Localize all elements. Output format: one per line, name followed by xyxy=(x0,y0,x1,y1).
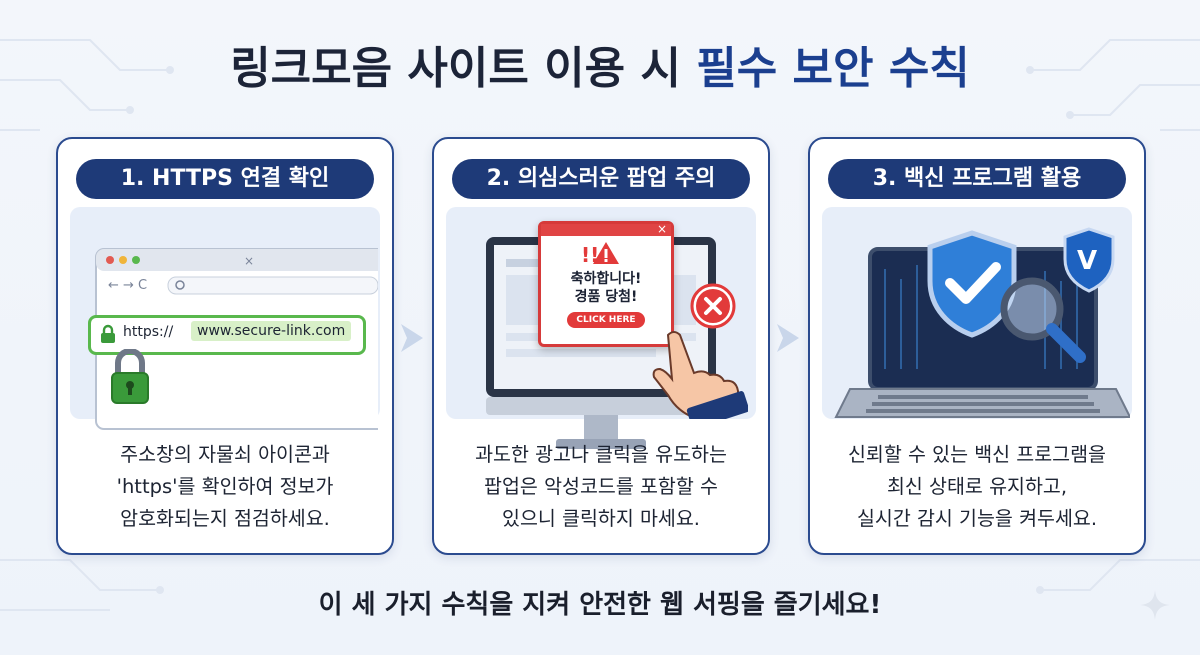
card-badge-https: 1. HTTPS 연결 확인 xyxy=(76,159,374,199)
hand-cursor-icon xyxy=(638,325,750,429)
address-bar[interactable]: https:// www.secure-link.com xyxy=(88,315,366,355)
card-text-antivirus: 신뢰할 수 있는 백신 프로그램을 최신 상태로 유지하고, 실시간 감시 기능… xyxy=(820,439,1134,535)
lock-icon xyxy=(108,348,152,409)
svg-text:×: × xyxy=(244,254,254,268)
footer-message: 이 세 가지 수칙을 지켜 안전한 웹 서핑을 즐기세요! xyxy=(318,590,882,620)
arrow-right-icon xyxy=(401,324,423,352)
card-text-line: 과도한 광고나 클릭을 유도하는 xyxy=(475,443,727,466)
card-text-line: 있으니 클릭하지 마세요. xyxy=(502,507,700,530)
card-text-popup: 과도한 광고나 클릭을 유도하는 팝업은 악성코드를 포함할 수 있으니 클릭하… xyxy=(444,439,758,535)
card-text-line: 신뢰할 수 있는 백신 프로그램을 xyxy=(847,443,1106,466)
card-antivirus: 3. 백신 프로그램 활용 V 신뢰할 수 있는 백신 프로그램을 최신 상태로… xyxy=(808,137,1146,555)
url-scheme: https:// xyxy=(123,324,174,340)
card-popup: 2. 의심스러운 팝업 주의 × !! 축하합니다! 경품 당첨! CLICK … xyxy=(432,137,770,555)
page-title: 링크모음 사이트 이용 시 필수 보안 수칙 xyxy=(0,32,1200,96)
card-text-line: 팝업은 악성코드를 포함할 수 xyxy=(484,475,718,498)
popup-titlebar xyxy=(541,224,671,236)
arrow-right-icon xyxy=(777,324,799,352)
shield-check-icon xyxy=(922,229,1022,343)
svg-text:!!: !! xyxy=(581,243,599,266)
close-circle-icon xyxy=(690,283,736,333)
card-text-line: 실시간 감시 기능을 켜두세요. xyxy=(856,507,1098,530)
shield-v-icon: V xyxy=(1062,227,1116,297)
popup-line2: 경품 당첨! xyxy=(574,289,638,305)
shield-letter: V xyxy=(1077,246,1097,276)
popup-window: × !! 축하합니다! 경품 당첨! CLICK HERE xyxy=(538,221,674,347)
card-text-line: 주소창의 자물쇠 아이콘과 xyxy=(120,443,330,466)
card-text-line: 'https'를 확인하여 정보가 xyxy=(116,475,334,498)
page-title-accent: 필수 보안 수칙 xyxy=(696,43,970,94)
card-badge-popup: 2. 의심스러운 팝업 주의 xyxy=(452,159,750,199)
popup-close-icon[interactable]: × xyxy=(656,222,667,236)
card-https: 1. HTTPS 연결 확인 × ← → C https:// www.secu… xyxy=(56,137,394,555)
svg-text:← → C: ← → C xyxy=(108,278,147,293)
url-host: www.secure-link.com xyxy=(191,321,352,341)
card-text-line: 암호화되는지 점검하세요. xyxy=(120,507,330,530)
popup-click-button[interactable]: CLICK HERE xyxy=(567,312,645,328)
card-badge-antivirus: 3. 백신 프로그램 활용 xyxy=(828,159,1126,199)
lock-small-icon xyxy=(99,324,117,348)
sparkle-icon xyxy=(1140,590,1170,620)
card-text-https: 주소창의 자물쇠 아이콘과 'https'를 확인하여 정보가 암호화되는지 점… xyxy=(68,439,382,535)
page-title-prefix: 링크모음 사이트 이용 시 xyxy=(230,43,697,94)
warning-icon: !! xyxy=(581,240,631,270)
card-text-line: 최신 상태로 유지하고, xyxy=(886,475,1068,498)
magnifier-icon xyxy=(996,273,1088,369)
popup-line1: 축하합니다! xyxy=(570,271,642,287)
